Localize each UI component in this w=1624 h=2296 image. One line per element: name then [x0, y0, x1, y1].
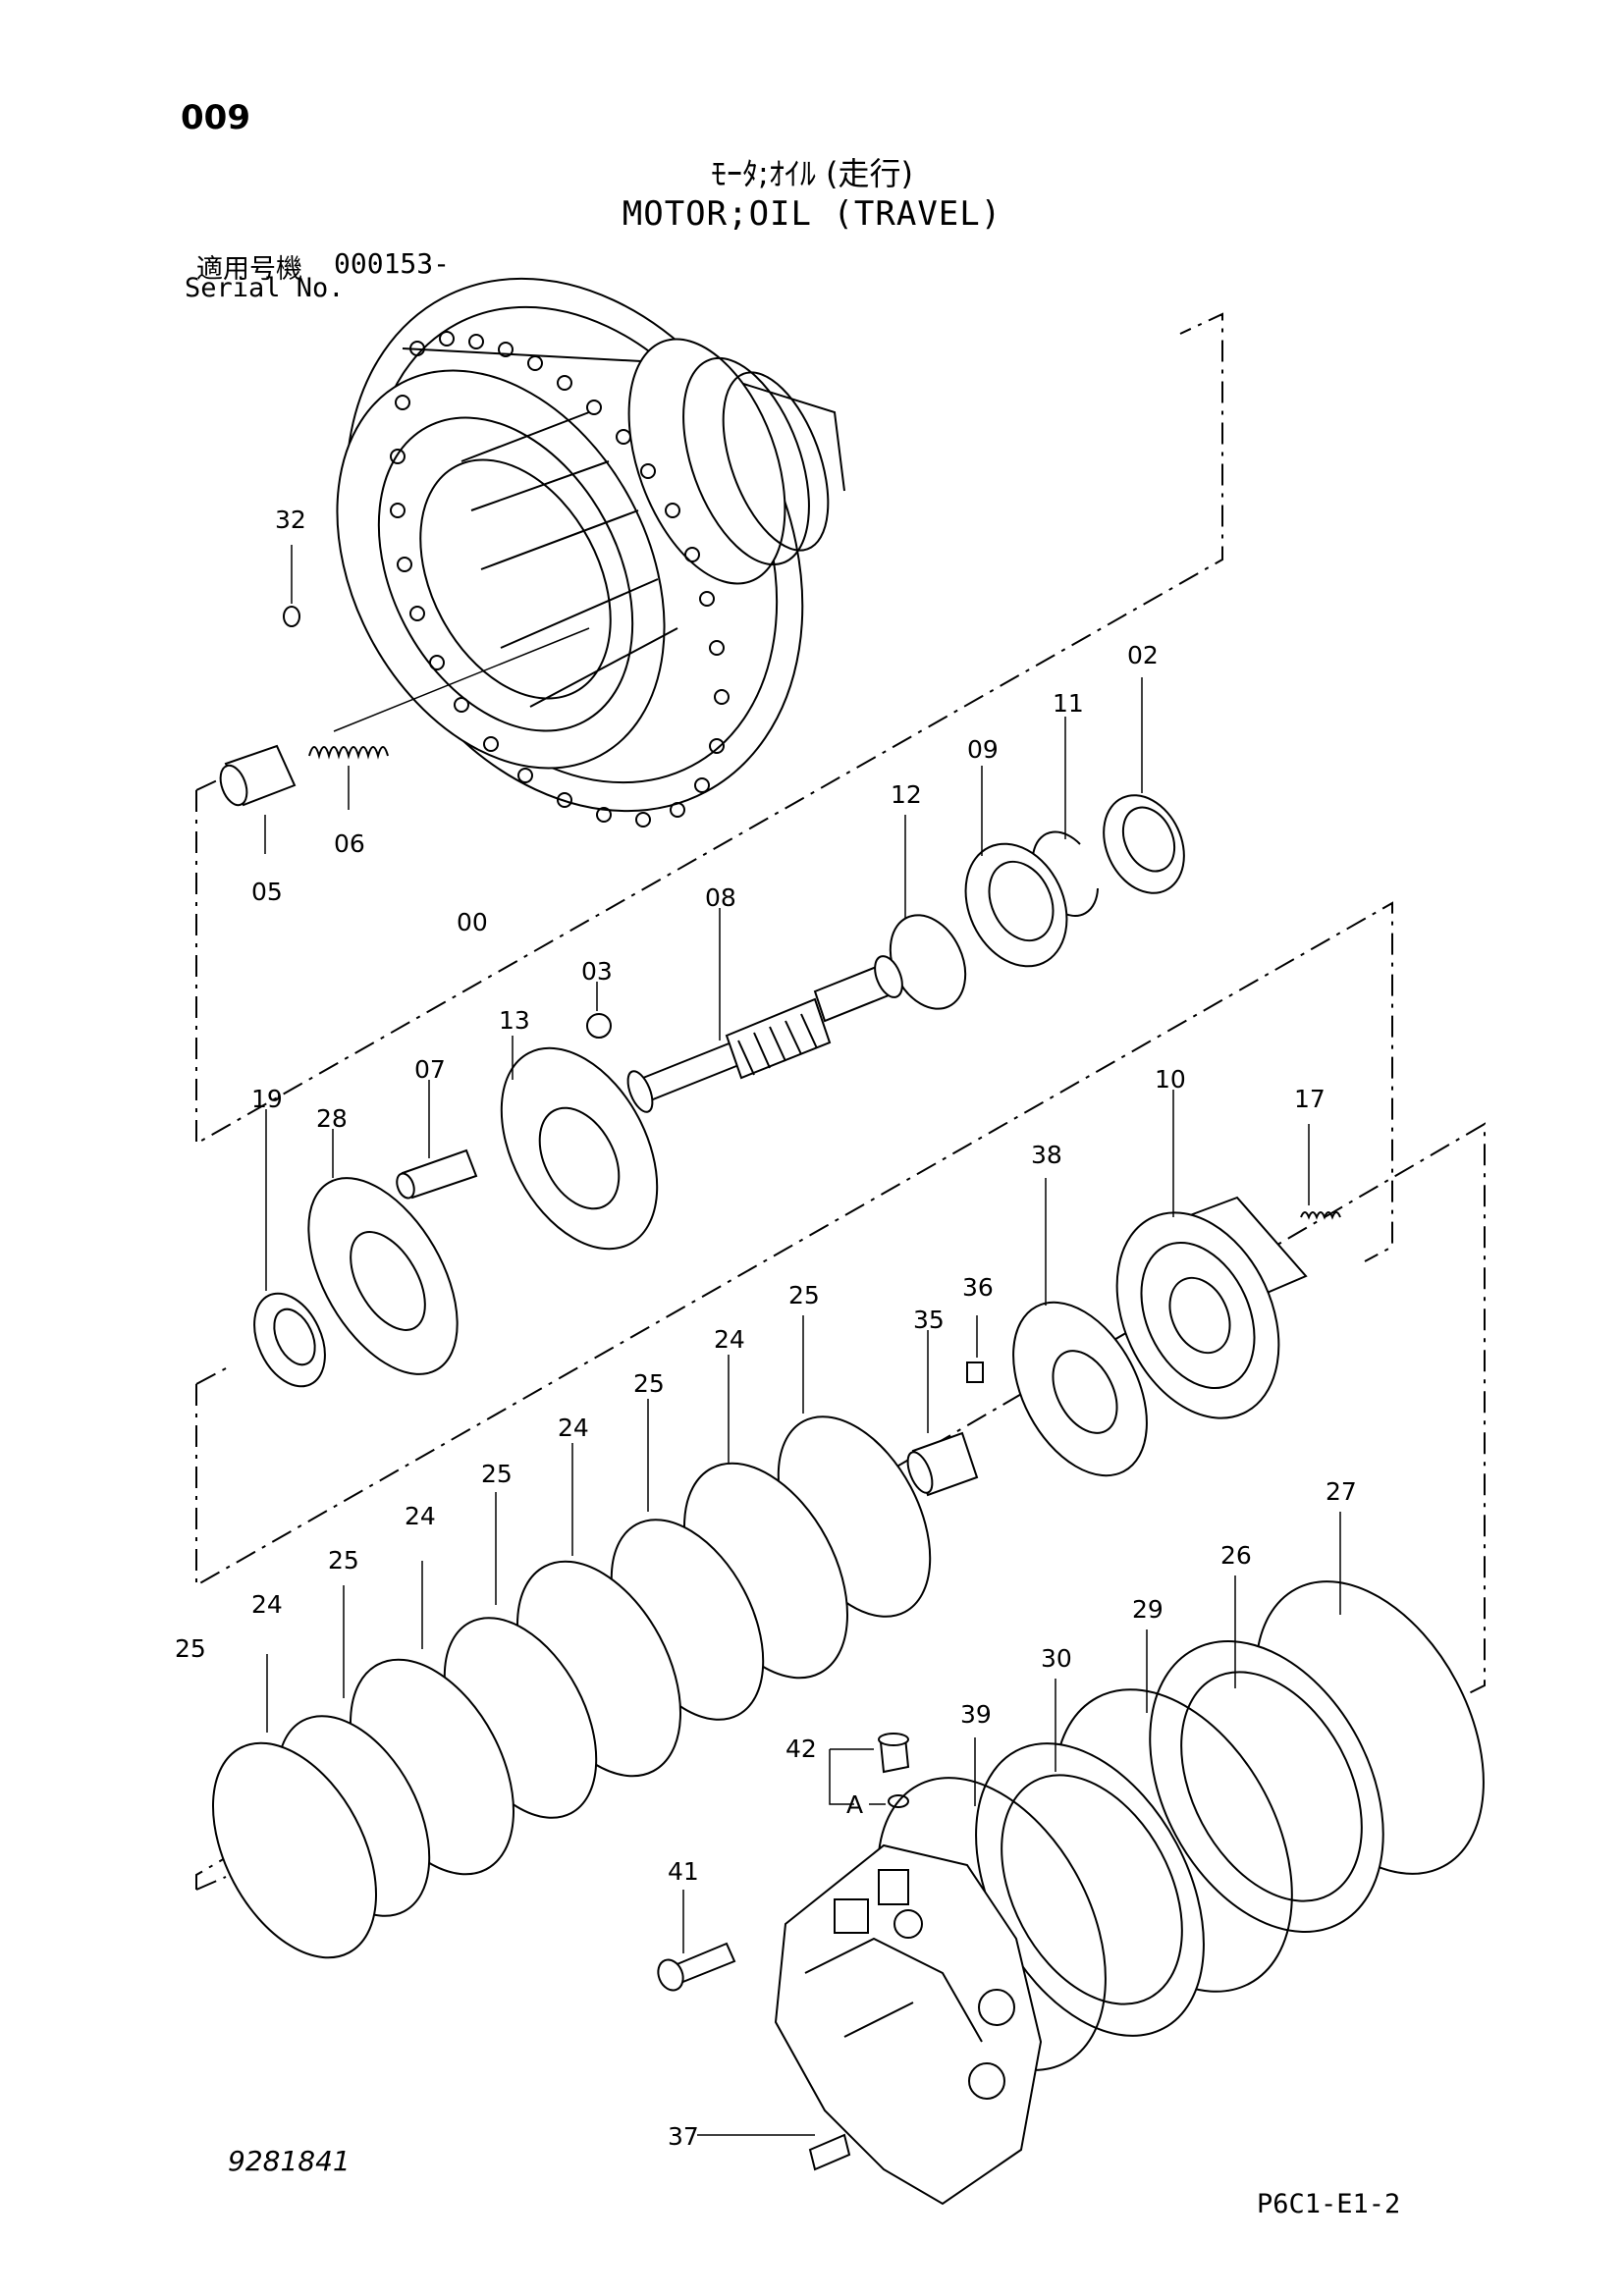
part-32-o-ring	[283, 545, 300, 627]
callout-13: 13	[499, 1006, 530, 1035]
callout-24d: 24	[251, 1590, 283, 1619]
page-code: P6C1-E1-2	[1257, 2189, 1401, 2219]
callout-24b: 24	[558, 1414, 589, 1442]
callout-06: 06	[334, 829, 365, 858]
callout-11: 11	[1053, 689, 1084, 718]
callout-37: 37	[668, 2122, 699, 2151]
part-10-cylinder-block	[1115, 1090, 1308, 1419]
callout-25b: 25	[633, 1369, 665, 1398]
callout-12: 12	[891, 780, 922, 809]
serial-label-japanese: 適用号機	[196, 254, 302, 285]
callout-30: 30	[1041, 1644, 1072, 1673]
callout-42: 42	[785, 1735, 817, 1763]
callout-05: 05	[251, 878, 283, 906]
callout-labels: 32 05 06 00 02 11 09 12 08 03 13 07 28 1…	[175, 506, 1357, 2151]
callout-32: 32	[275, 506, 306, 534]
callout-08: 08	[705, 883, 736, 912]
part-07-pin	[396, 1080, 478, 1200]
callout-38: 38	[1031, 1141, 1062, 1169]
callout-02: 02	[1127, 641, 1159, 669]
part-05-plunger	[219, 744, 297, 854]
part-09-bearing	[964, 766, 1068, 968]
part-17-screw	[1300, 1124, 1341, 1220]
page-title: MOTOR;OIL (TRAVEL)	[622, 194, 1002, 234]
callout-09: 09	[967, 735, 999, 764]
callout-36: 36	[962, 1273, 994, 1302]
part-36-pin	[966, 1315, 984, 1383]
callout-29: 29	[1132, 1595, 1164, 1624]
part-02-oil-seal	[1103, 677, 1185, 894]
callout-17: 17	[1294, 1085, 1326, 1113]
callout-25e: 25	[175, 1634, 206, 1663]
page-title-japanese: ﾓｰﾀ;ｵｲﾙ (走行)	[711, 155, 913, 192]
callout-A: A	[846, 1790, 863, 1819]
part-00-housing	[333, 277, 845, 828]
part-26-brake-piston	[1149, 1575, 1384, 1933]
part-06-spring	[308, 746, 389, 810]
callout-28: 28	[316, 1104, 348, 1133]
callout-10: 10	[1155, 1065, 1186, 1094]
callout-41: 41	[668, 1857, 699, 1886]
callout-03: 03	[581, 957, 613, 986]
part-35-needle-bearing	[906, 1330, 979, 1497]
callout-35: 35	[913, 1306, 945, 1334]
callout-26: 26	[1220, 1541, 1252, 1570]
serial-number-value: 000153-	[334, 247, 451, 280]
part-08-drive-shaft	[626, 908, 903, 1113]
callout-27: 27	[1326, 1477, 1357, 1506]
callout-07: 07	[414, 1055, 446, 1084]
callout-00: 00	[457, 908, 488, 936]
callout-19: 19	[251, 1085, 283, 1113]
part-41-bolt	[657, 1890, 736, 1992]
part-03-ball	[586, 982, 612, 1039]
page-number: 009	[181, 98, 250, 137]
part-13-swash-plate	[500, 1036, 659, 1251]
callout-25a: 25	[788, 1281, 820, 1309]
part-19-bushing	[253, 1109, 326, 1388]
serial-label: Serial No.	[185, 273, 345, 303]
part-37-valve-block	[697, 1843, 1043, 2206]
callout-25d: 25	[328, 1546, 359, 1575]
callout-39: 39	[960, 1700, 992, 1729]
callout-25c: 25	[481, 1460, 513, 1488]
callout-24a: 24	[714, 1325, 745, 1354]
callout-24c: 24	[405, 1502, 436, 1530]
part-28-valve-plate	[307, 1129, 459, 1375]
document-number: 9281841	[228, 2145, 351, 2177]
brake-disc-stack	[212, 1315, 932, 1959]
assembly-group-borders	[195, 312, 1486, 1891]
part-38-brake-plate	[1012, 1178, 1148, 1477]
part-42-plug	[829, 1733, 910, 1808]
